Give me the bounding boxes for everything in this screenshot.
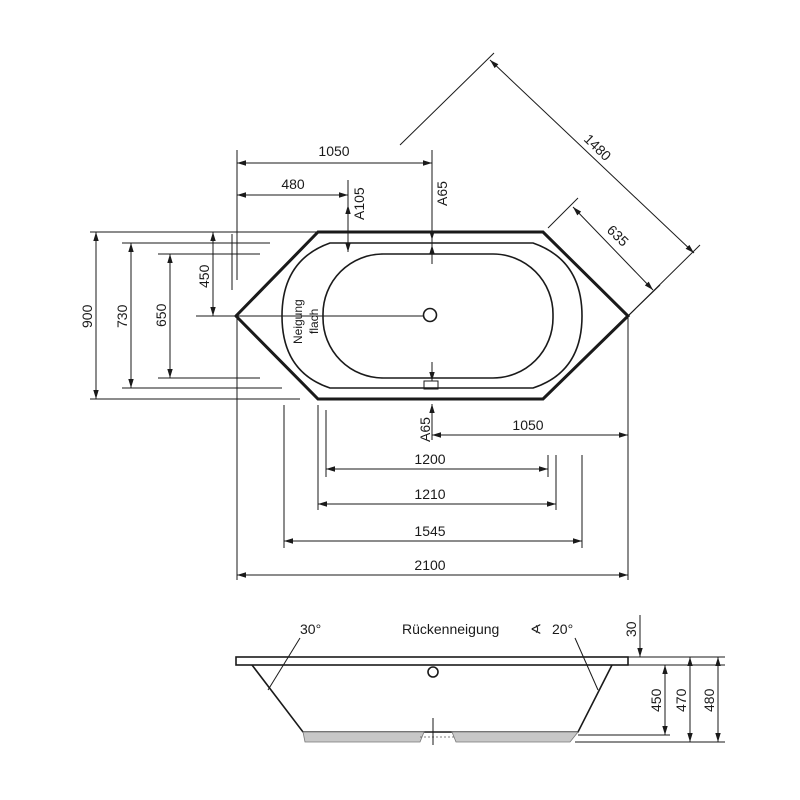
- dim-900: 900: [79, 304, 95, 328]
- dim-line-635: [572, 206, 654, 291]
- angle-symbol-icon: ∢: [530, 621, 542, 637]
- angle-20-label: 20°: [552, 621, 573, 637]
- dim-side-470: 470: [673, 688, 689, 712]
- dim-line-1480: [489, 59, 695, 254]
- top-view: Neigung flach 1050 480 A105 A65 1480 635: [79, 52, 701, 580]
- angle-30-label: 30°: [300, 621, 321, 637]
- tub-body-side: [251, 664, 613, 733]
- dim-635: 635: [604, 222, 632, 250]
- dim-a65-top: A65: [434, 181, 450, 206]
- dim-1210: 1210: [414, 486, 445, 502]
- back-slope-label: Rückenneigung: [402, 621, 499, 637]
- tub-foot-right: [451, 731, 579, 743]
- dim-30: 30: [623, 621, 639, 637]
- ext-line-635-b: [627, 284, 661, 317]
- dim-730: 730: [114, 304, 130, 328]
- angle-line-30: [267, 637, 301, 691]
- slope-label-line2: flach: [307, 309, 321, 334]
- slope-label-line1: Neigung: [291, 299, 305, 344]
- dim-a105: A105: [351, 187, 367, 220]
- dim-1050-bottom: 1050: [512, 417, 543, 433]
- dim-2100: 2100: [414, 557, 445, 573]
- dim-1545: 1545: [414, 523, 445, 539]
- dim-a65-bottom: A65: [417, 417, 433, 442]
- dim-480: 480: [281, 176, 305, 192]
- dim-1200: 1200: [414, 451, 445, 467]
- overflow-marker: [423, 380, 439, 390]
- dim-450: 450: [196, 264, 212, 288]
- overflow-hole-icon: [427, 666, 439, 678]
- ext-line-635-a: [547, 197, 579, 229]
- dim-side-450: 450: [648, 688, 664, 712]
- dim-side-480: 480: [701, 688, 717, 712]
- dim-650: 650: [153, 303, 169, 327]
- side-view: 30° Rückenneigung ∢ 20° 30 450 470 480: [235, 615, 725, 745]
- angle-line-20: [574, 637, 599, 691]
- dim-1480: 1480: [581, 131, 615, 164]
- tub-rim-side: [235, 656, 629, 666]
- dim-1050-top: 1050: [318, 143, 349, 159]
- drain-icon: [422, 307, 438, 323]
- tub-foot-left: [302, 731, 425, 743]
- ext-line-1480-a: [399, 52, 495, 146]
